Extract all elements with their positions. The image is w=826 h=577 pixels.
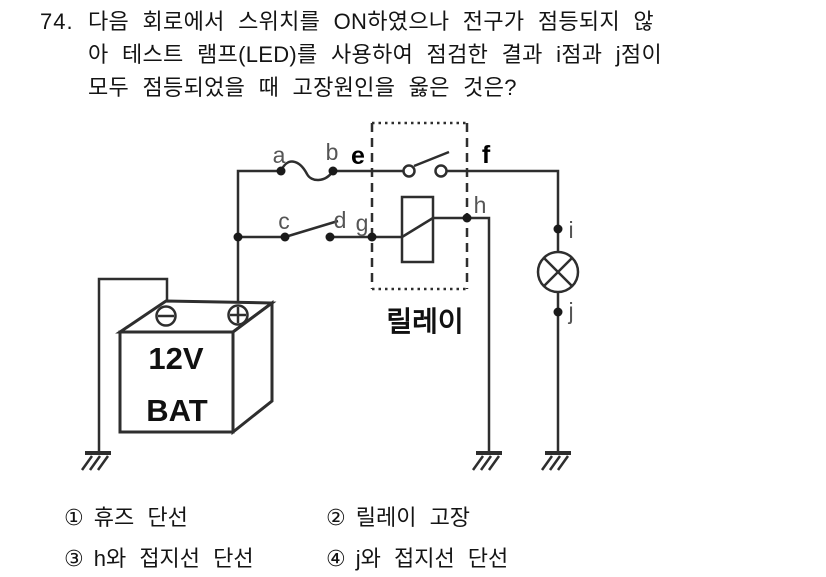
option-1-number: ① bbox=[64, 505, 84, 530]
point-a-label: a bbox=[273, 142, 286, 168]
point-j-label: j bbox=[567, 298, 573, 324]
question-line-2: 아 테스트 램프(LED)를 사용하여 점검한 결과 i점과 j점이 bbox=[88, 41, 662, 68]
option-1: ① 휴즈 단선 bbox=[64, 500, 188, 532]
option-3-number: ③ bbox=[64, 546, 84, 571]
option-2-text: 릴레이 고장 bbox=[355, 505, 471, 530]
battery-front-face bbox=[118, 330, 235, 434]
point-d-label: d bbox=[334, 207, 347, 233]
relay-label: 릴레이 bbox=[386, 306, 463, 337]
point-c-label: c bbox=[278, 208, 290, 234]
fuse-icon bbox=[279, 160, 335, 182]
relay-contact-switch bbox=[402, 150, 450, 178]
question-number: 74. bbox=[40, 9, 74, 34]
ground-icon-battery bbox=[80, 451, 111, 471]
option-4-text: j와 접지선 단선 bbox=[355, 546, 509, 571]
option-1-text: 휴즈 단선 bbox=[93, 505, 188, 530]
point-b-dot bbox=[328, 166, 338, 176]
junction-dots bbox=[233, 166, 563, 317]
option-4-number: ④ bbox=[326, 546, 346, 571]
ground-icon-bulb bbox=[540, 451, 571, 471]
point-h-dot bbox=[462, 213, 472, 223]
point-i-dot bbox=[553, 224, 563, 234]
point-g-dot bbox=[367, 232, 377, 242]
wire-positive-vertical bbox=[236, 169, 281, 306]
point-i-label: i bbox=[568, 217, 573, 243]
point-c-dot bbox=[280, 232, 290, 242]
point-h-label: h bbox=[474, 192, 487, 218]
switch-blade bbox=[284, 219, 339, 239]
bulb-cross-2 bbox=[543, 257, 573, 287]
question-line-3: 모두 점등되었을 때 고장원인을 옳은 것은? bbox=[88, 74, 517, 101]
wire-negative-to-ground bbox=[97, 277, 169, 452]
option-3-text: h와 접지선 단선 bbox=[93, 546, 254, 571]
option-2-number: ② bbox=[326, 505, 346, 530]
wire-relay-to-bulb bbox=[447, 169, 560, 252]
question-line-1: 74. 다음 회로에서 스위치를 ON하였으나 전구가 점등되지 않 bbox=[40, 8, 654, 35]
wire-coil-to-ground bbox=[433, 216, 491, 452]
point-g-label: g bbox=[356, 210, 369, 236]
point-e-label: e bbox=[351, 142, 365, 170]
relay-contact-left bbox=[402, 164, 416, 178]
point-b-label: b bbox=[326, 139, 339, 165]
battery bbox=[115, 299, 277, 436]
option-2: ② 릴레이 고장 bbox=[326, 500, 470, 532]
relay-switch-blade bbox=[413, 150, 450, 168]
point-a-dot bbox=[276, 166, 286, 176]
battery-voltage-label: 12V bbox=[148, 341, 203, 376]
option-3: ③ h와 접지선 단선 bbox=[64, 541, 254, 573]
question-text-1: 다음 회로에서 스위치를 ON하였으나 전구가 점등되지 않 bbox=[88, 9, 654, 34]
relay-box bbox=[370, 121, 469, 291]
relay-coil-diagonal bbox=[401, 216, 434, 239]
point-f-label: f bbox=[482, 141, 491, 169]
question-text-3: 모두 점등되었을 때 고장원인을 옳은 것은? bbox=[88, 75, 517, 100]
relay-coil bbox=[400, 195, 435, 264]
option-4: ④ j와 접지선 단선 bbox=[326, 541, 508, 573]
point-j-dot bbox=[553, 307, 563, 317]
point-d-dot bbox=[325, 232, 335, 242]
bulb-icon bbox=[536, 250, 580, 294]
ground-icon-relay bbox=[471, 451, 502, 471]
question-text-2: 아 테스트 램프(LED)를 사용하여 점검한 결과 i점과 j점이 bbox=[88, 42, 663, 67]
relay-contact-right bbox=[434, 164, 448, 178]
battery-name-label: BAT bbox=[146, 393, 207, 428]
junction-dot bbox=[233, 232, 243, 242]
